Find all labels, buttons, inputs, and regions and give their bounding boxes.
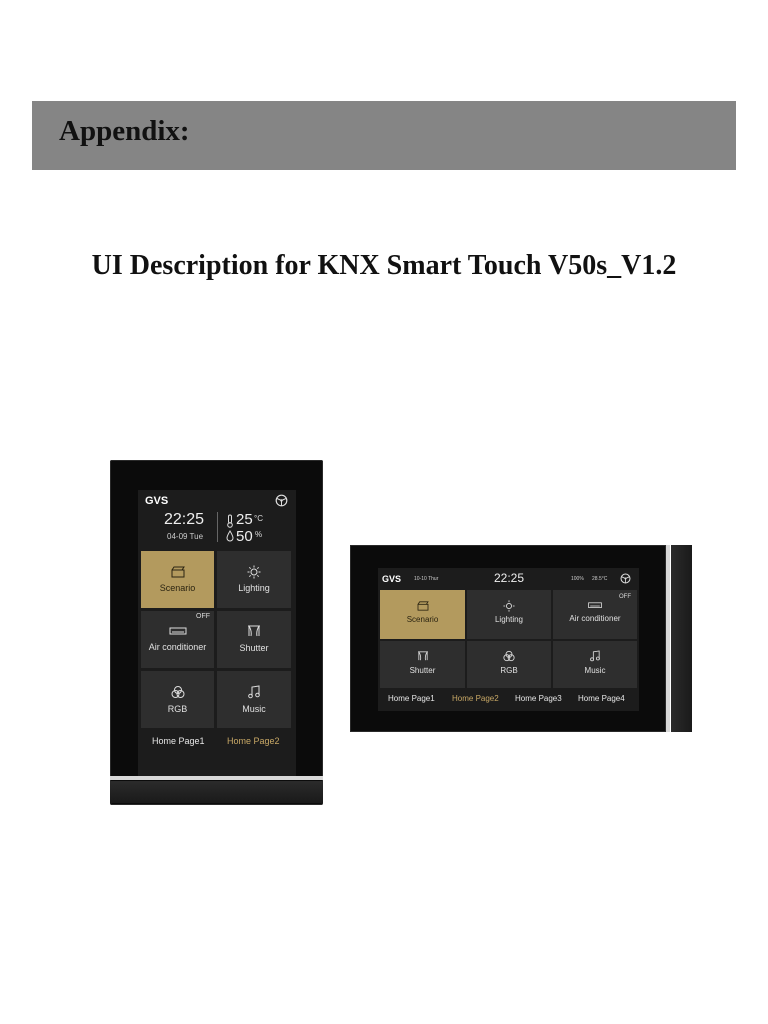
tile-label: Music (584, 666, 606, 675)
tile-rgb[interactable]: RGB (467, 641, 551, 688)
settings-steering-icon[interactable] (620, 573, 631, 584)
tile-shutter[interactable]: Shutter (380, 641, 465, 688)
shutter-icon (417, 651, 429, 661)
clock-time: 22:25 (164, 511, 205, 528)
landscape-silver-strip (666, 545, 670, 732)
tile-scenario[interactable]: Scenario (141, 551, 214, 608)
tile-shutter[interactable]: Shutter (217, 611, 291, 668)
portrait-bottom-bar (110, 781, 323, 803)
landscape-side-bar (671, 545, 692, 732)
scenario-clapper-icon (171, 566, 185, 578)
tile-label: RGB (500, 666, 518, 675)
tile-lighting[interactable]: Lighting (217, 551, 291, 608)
tile-music[interactable]: Music (553, 641, 637, 688)
nav-home-page1[interactable]: Home Page1 (388, 694, 435, 703)
nav-home-page1[interactable]: Home Page1 (152, 736, 205, 746)
nav-home-page2[interactable]: Home Page2 (227, 736, 280, 746)
brand-logo: GVS (145, 495, 169, 507)
rgb-circles-icon (170, 685, 186, 699)
tile-lighting[interactable]: Lighting (467, 590, 551, 639)
appendix-banner: Appendix: (32, 101, 736, 170)
humidity-unit: % (255, 530, 263, 539)
temperature-unit: °C (254, 514, 263, 523)
tile-label: Lighting (494, 615, 524, 624)
nav-home-page2[interactable]: Home Page2 (452, 694, 499, 703)
rgb-circles-icon (502, 650, 516, 662)
tile-label: Air conditioner (569, 614, 621, 623)
brand-logo: GVS (382, 574, 402, 584)
tile-air-conditioner[interactable]: Air conditioner (141, 611, 214, 668)
landscape-panel-device: GVS 10-10 Thur 22:25 100% 28.5°C Scenari… (350, 545, 666, 732)
ac-status: OFF (196, 613, 210, 620)
scenario-clapper-icon (417, 601, 429, 611)
nav-home-page4[interactable]: Home Page4 (578, 694, 625, 703)
temperature-value: 28.5°C (592, 576, 608, 582)
tile-label: RGB (167, 704, 188, 714)
tile-label: Scenario (159, 583, 196, 593)
portrait-panel-device: GVS 22:25 04-09 Tue 25 °C 50 % Scenario … (110, 460, 323, 805)
lightbulb-icon (247, 565, 261, 579)
settings-steering-icon[interactable] (275, 494, 288, 507)
air-conditioner-icon (587, 602, 603, 610)
nav-home-page3[interactable]: Home Page3 (515, 694, 562, 703)
landscape-screen: GVS 10-10 Thur 22:25 100% 28.5°C Scenari… (378, 568, 639, 711)
humidity-value: 50 (236, 528, 253, 545)
tile-label: Shutter (409, 666, 436, 675)
shutter-icon (247, 625, 261, 637)
ac-status: OFF (619, 594, 631, 600)
portrait-screen: GVS 22:25 04-09 Tue 25 °C 50 % Scenario … (138, 490, 296, 778)
document-title: UI Description for KNX Smart Touch V50s_… (91, 250, 677, 281)
music-note-icon (590, 650, 600, 662)
tile-scenario[interactable]: Scenario (380, 590, 465, 639)
tile-label: Lighting (238, 583, 270, 593)
tile-label: Scenario (406, 615, 439, 624)
portrait-silver-strip (110, 776, 323, 780)
battery-level: 100% (571, 576, 584, 582)
appendix-title: Appendix: (59, 115, 190, 147)
music-note-icon (248, 685, 260, 699)
air-conditioner-icon (169, 627, 187, 637)
tile-music[interactable]: Music (217, 671, 291, 728)
divider (217, 512, 218, 542)
tile-label: Air conditioner (148, 642, 207, 652)
humidity-drop-icon (226, 530, 234, 542)
temperature-value: 25 (236, 511, 253, 528)
clock-date: 10-10 Thur (414, 576, 439, 582)
lightbulb-icon (503, 600, 515, 612)
tile-label: Music (242, 704, 266, 714)
clock-time: 22:25 (494, 571, 525, 585)
clock-date: 04-09 Tue (167, 532, 204, 541)
tile-air-conditioner[interactable]: Air conditioner (553, 590, 637, 639)
tile-rgb[interactable]: RGB (141, 671, 214, 728)
tile-label: Shutter (239, 643, 269, 653)
thermometer-icon (226, 514, 234, 528)
